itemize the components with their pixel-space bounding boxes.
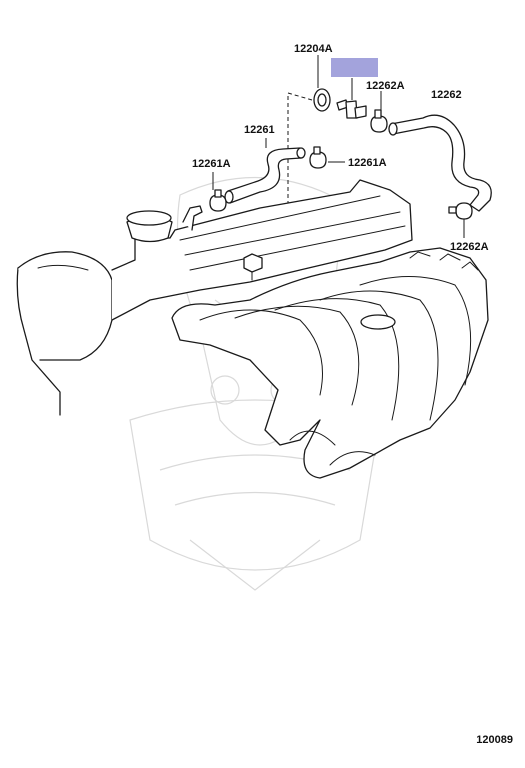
callout-12261a-right: 12261A	[348, 157, 387, 169]
highlighted-part-label	[331, 58, 378, 77]
hose-clamp-12262a-top	[370, 109, 388, 133]
diagram-reference-number: 120089	[476, 734, 513, 746]
hose-clamp-12261a-left	[209, 189, 227, 212]
callout-12262a-bottom: 12262A	[450, 241, 489, 253]
pcv-hose-12261	[224, 147, 306, 204]
hose-clamp-12262a-bottom	[448, 202, 473, 220]
callout-12204a: 12204A	[294, 43, 333, 55]
callout-12261: 12261	[244, 124, 275, 136]
callout-12261a-left: 12261A	[192, 158, 231, 170]
pcv-valve	[336, 99, 367, 119]
engine-block	[16, 179, 413, 416]
pcv-hose-12262	[388, 114, 492, 212]
hose-clamp-12261a-right	[309, 146, 327, 169]
callout-12262: 12262	[431, 89, 462, 101]
intake-manifold	[171, 247, 489, 479]
leader-lines	[212, 55, 465, 238]
callout-12262a-top: 12262A	[366, 80, 405, 92]
pcv-grommet-12204a	[313, 88, 331, 112]
